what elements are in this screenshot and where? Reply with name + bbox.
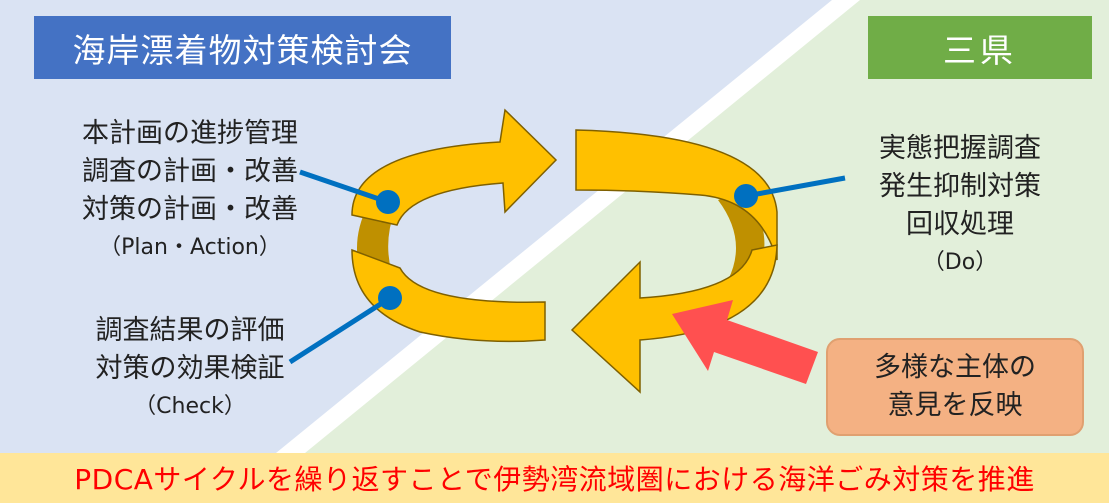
check-text: 調査結果の評価 対策の効果検証 （Check） <box>40 312 340 426</box>
do-text: 実態把握調査 発生抑制対策 回収処理 （Do） <box>840 130 1080 282</box>
plan-action-text: 本計画の進捗管理 調査の計画・改善 対策の計画・改善 （Plan・Action） <box>40 115 340 267</box>
check-connector-line <box>288 295 392 365</box>
do-connector-line <box>745 175 846 199</box>
bottom-banner-text: PDCAサイクルを繰り返すことで伊勢湾流域圏における海洋ごみ対策を推進 <box>74 463 1035 496</box>
plan-action-line-3: 対策の計画・改善 <box>82 194 298 225</box>
do-connector-dot <box>734 184 758 208</box>
input-red-arrow <box>672 300 818 384</box>
left-panel-background <box>0 0 845 453</box>
do-line-2: 発生抑制対策 <box>879 171 1041 202</box>
diverse-opinions-line-1: 多様な主体の <box>874 352 1036 383</box>
prefectures-title: 三県 <box>868 16 1092 79</box>
cycle-lower-band <box>570 244 778 394</box>
plan-connector-dot <box>376 190 400 214</box>
do-line-1: 実態把握調査 <box>879 133 1041 164</box>
do-label: （Do） <box>922 250 998 275</box>
plan-action-label: （Plan・Action） <box>99 235 281 260</box>
prefectures-title-text: 三県 <box>943 30 1017 70</box>
committee-title-text: 海岸漂着物対策検討会 <box>72 30 413 70</box>
plan-action-line-1: 本計画の進捗管理 <box>82 118 298 149</box>
diverse-opinions-line-2: 意見を反映 <box>887 390 1023 421</box>
check-connector-dot <box>378 286 402 310</box>
plan-action-line-2: 調査の計画・改善 <box>82 156 298 187</box>
check-label: （Check） <box>134 394 246 419</box>
do-line-3: 回収処理 <box>906 209 1014 240</box>
cycle-lower-left-band <box>351 248 546 343</box>
check-line-2: 対策の効果検証 <box>95 353 285 384</box>
committee-title: 海岸漂着物対策検討会 <box>34 16 451 79</box>
cycle-upper-band <box>351 108 558 226</box>
check-line-1: 調査結果の評価 <box>95 315 285 346</box>
bottom-banner: PDCAサイクルを繰り返すことで伊勢湾流域圏における海洋ごみ対策を推進 <box>0 453 1109 503</box>
cycle-upper-right-band <box>575 129 778 261</box>
diagonal-divider <box>276 0 860 453</box>
diverse-opinions-box: 多様な主体の 意見を反映 <box>826 338 1084 436</box>
plan-connector-line <box>299 169 389 205</box>
